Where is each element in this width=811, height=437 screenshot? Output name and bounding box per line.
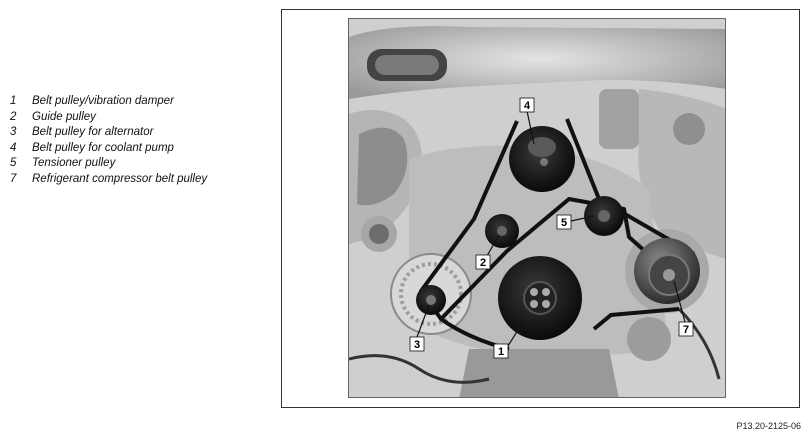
callout-badge xyxy=(519,97,535,113)
engine-illustration: 4 5 2 3 1 7 xyxy=(349,19,725,397)
legend-label: Belt pulley/vibration damper xyxy=(32,95,174,107)
legend-number: 2 xyxy=(10,110,17,123)
legend-item: 7 Refrigerant compressor belt pulley xyxy=(10,172,270,188)
legend-item: 2 Guide pulley xyxy=(10,110,270,126)
callout-label: 7 xyxy=(683,324,689,336)
legend-number: 4 xyxy=(10,141,17,154)
callout-label: 4 xyxy=(524,100,531,112)
engine-photo: 4 5 2 3 1 7 xyxy=(348,18,726,398)
legend-label: Tensioner pulley xyxy=(32,157,116,170)
callout-badge xyxy=(556,214,572,230)
legend-item: 3 Belt pulley for alternator xyxy=(10,125,270,141)
callout-badge xyxy=(475,254,491,270)
callout-badge xyxy=(409,336,425,352)
callout-label: 1 xyxy=(498,346,504,358)
legend-label: Refrigerant compressor belt pulley xyxy=(32,172,208,185)
legend-number: 5 xyxy=(10,157,17,170)
legend-label: Belt pulley for alternator xyxy=(32,126,154,139)
legend-number: 7 xyxy=(10,172,17,185)
legend-label: Belt pulley for coolant pump xyxy=(32,141,174,154)
legend-item: 1 Belt pulley/vibration damper xyxy=(10,94,270,110)
callout-badge xyxy=(678,321,694,337)
legend-list: 1 Belt pulley/vibration damper 2 Guide p… xyxy=(10,94,270,188)
callout-label: 3 xyxy=(414,339,420,351)
callout-badge xyxy=(493,343,509,359)
legend-label: Guide pulley xyxy=(32,110,96,123)
callout-label: 5 xyxy=(561,217,567,229)
legend-item: 5 Tensioner pulley xyxy=(10,156,270,172)
figure-frame: 4 5 2 3 1 7 xyxy=(281,9,800,408)
legend-number: 3 xyxy=(10,126,17,139)
legend-item: 4 Belt pulley for coolant pump xyxy=(10,141,270,157)
callout-label: 2 xyxy=(480,257,486,269)
figure-reference-code: P13.20-2125-06 xyxy=(736,421,801,431)
legend-number: 1 xyxy=(10,95,17,107)
